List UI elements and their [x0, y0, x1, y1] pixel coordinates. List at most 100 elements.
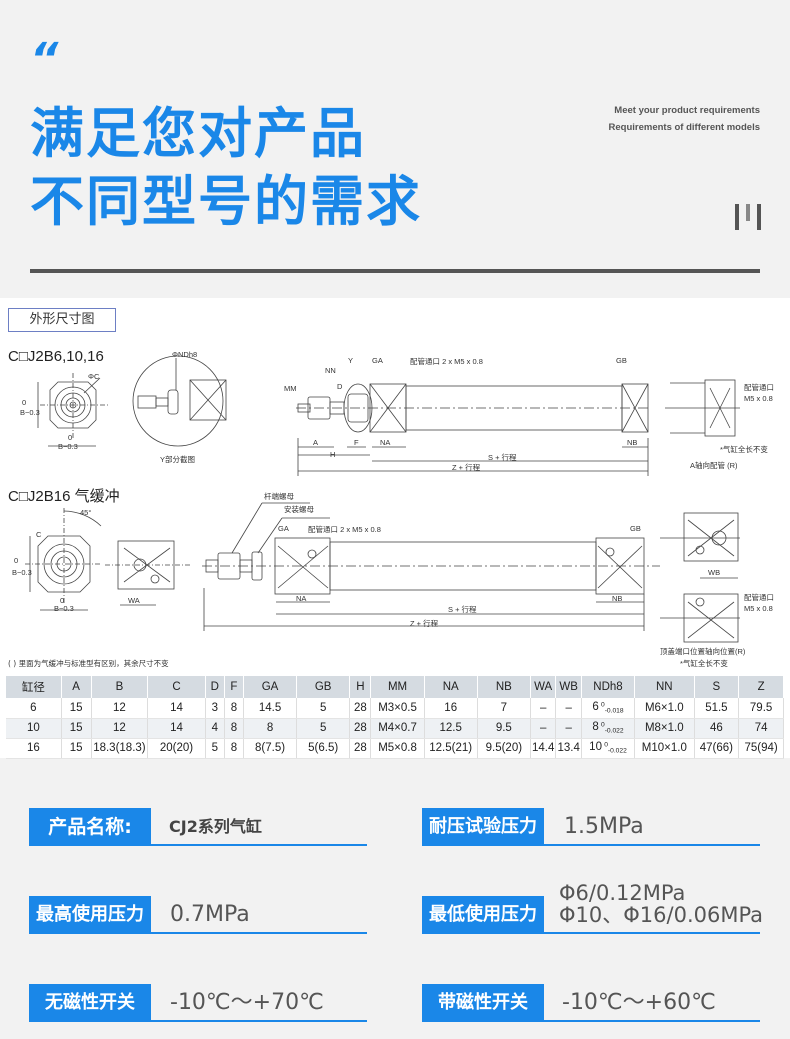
- label-phi-c: ΦC: [88, 372, 100, 381]
- axial-piping-view: [665, 379, 740, 437]
- col-header: NDh8: [581, 676, 636, 698]
- cell: 3: [205, 698, 225, 719]
- spec-value: -10℃～+70℃: [170, 990, 324, 1015]
- cell: M4×0.7: [370, 718, 425, 739]
- spec-with-switch: 带磁性开关 -10℃～+60℃: [422, 984, 760, 1022]
- cell: 12.5(21): [424, 738, 478, 759]
- col-header: NA: [424, 676, 478, 698]
- label-mm: MM: [284, 384, 297, 393]
- label-b-tol-v-2: B−0.3: [12, 568, 32, 577]
- col-header: H: [349, 676, 372, 698]
- cell: 8(7.5): [243, 738, 298, 759]
- label-f: F: [354, 438, 359, 447]
- cell: 75(94): [738, 738, 784, 759]
- cell: 51.5: [694, 698, 740, 719]
- cell: 5: [205, 738, 225, 759]
- cell: 12: [91, 718, 149, 739]
- cell: 14.4: [530, 738, 557, 759]
- col-header: Z: [738, 676, 784, 698]
- head-port-detail-view: [660, 593, 740, 643]
- label-zero-v: 0: [22, 398, 27, 407]
- label-y: Y: [348, 356, 354, 365]
- spec-label: 产品名称:: [29, 808, 151, 846]
- hero-subtitle-2: Requirements of different models: [608, 122, 761, 133]
- col-header: NB: [477, 676, 531, 698]
- col-header: C: [147, 676, 206, 698]
- label-gb-2: GB: [630, 524, 641, 533]
- cell: –: [530, 718, 557, 739]
- cell: 47(66): [694, 738, 740, 759]
- col-header: MM: [370, 676, 425, 698]
- hero-banner: “ 满足您对产品 不同型号的需求 Meet your product requi…: [0, 0, 790, 298]
- hero-subtitle-1: Meet your product requirements: [614, 105, 760, 116]
- label-port-short-2: 配管通口: [744, 593, 774, 602]
- col-header: WB: [555, 676, 582, 698]
- cell: M10×1.0: [634, 738, 695, 759]
- col-header: 缸径: [6, 676, 62, 698]
- cell: 4: [205, 718, 225, 739]
- label-na-2: NA: [296, 594, 307, 603]
- spec-value: -10℃～+60℃: [562, 990, 716, 1015]
- dimension-diagram: 外形尺寸图 C□J2B6,10,16 C□J2B16 气缓冲: [0, 298, 790, 759]
- technical-drawing-icon: [25, 355, 740, 643]
- cell: 9.5(20): [477, 738, 531, 759]
- table-row: 10 15 12 14 4 8 8 5 28 M4×0.7 12.5 9.5 –…: [6, 718, 784, 739]
- table-row: 6 15 12 14 3 8 14.5 5 28 M3×0.5 16 7 – –…: [6, 698, 784, 719]
- cylinder-standard-view: [296, 383, 650, 476]
- label-na: NA: [380, 438, 391, 447]
- cell-ndh8: 10 0-0.022: [581, 738, 636, 759]
- spec-min-pressure: 最低使用压力 Φ6/0.12MPa Φ10、Φ16/0.06MPa: [422, 882, 763, 934]
- section-tag: 外形尺寸图: [8, 308, 116, 332]
- label-s-stroke: S + 行程: [488, 453, 517, 462]
- label-zero-h-2: 0: [60, 596, 65, 605]
- cell: 8: [224, 718, 244, 739]
- cell: 14.5: [243, 698, 298, 719]
- quote-mark-icon: “: [30, 34, 58, 85]
- cell: 14: [147, 718, 206, 739]
- spec-value: CJ2系列气缸: [169, 817, 262, 836]
- cell-ndh8: 6 0-0.018: [581, 698, 636, 719]
- col-header: NN: [634, 676, 695, 698]
- col-header: GA: [243, 676, 298, 698]
- side-view-cushion: [105, 540, 190, 606]
- model-title-cushion: C□J2B16 气缓冲: [8, 488, 120, 505]
- label-b-tol-v: B−0.3: [20, 408, 40, 417]
- label-b-tol-h: B−0.3: [58, 442, 78, 451]
- spec-value: 0.7MPa: [170, 902, 250, 927]
- divider: [30, 269, 760, 273]
- col-header: S: [694, 676, 740, 698]
- label-m5-2: M5 x 0.8: [744, 604, 773, 613]
- col-header: GB: [296, 676, 351, 698]
- cell: 20(20): [147, 738, 206, 759]
- col-header: F: [224, 676, 244, 698]
- label-d: D: [337, 382, 343, 391]
- label-nb: NB: [627, 438, 638, 447]
- cell: 15: [61, 698, 92, 719]
- label-zero-h: 0: [68, 433, 73, 442]
- label-rod-nut: 杆端螺母: [264, 492, 294, 501]
- cell: 14: [147, 698, 206, 719]
- cell: 12: [91, 698, 149, 719]
- table-header-row: 缸径 A B C D F GA GB H MM NA NB WA WB NDh8…: [6, 676, 784, 698]
- col-header: A: [61, 676, 92, 698]
- cell: –: [555, 698, 582, 719]
- front-view-1: [37, 373, 108, 447]
- cell: 16: [424, 698, 478, 719]
- spec-value: 1.5MPa: [564, 814, 644, 839]
- spec-no-switch: 无磁性开关 -10℃～+70℃: [29, 984, 367, 1022]
- label-port: 配管通口 2 x M5 x 0.8: [410, 357, 483, 366]
- label-a: A: [313, 438, 319, 447]
- cell: M5×0.8: [370, 738, 425, 759]
- cell: 46: [694, 718, 740, 739]
- cell: 28: [349, 698, 372, 719]
- label-ga-2: GA: [278, 524, 289, 533]
- model-title-standard: C□J2B6,10,16: [8, 348, 104, 365]
- cell: 7: [477, 698, 531, 719]
- dimension-table: 缸径 A B C D F GA GB H MM NA NB WA WB NDh8…: [6, 676, 784, 759]
- front-view-cushion: [25, 508, 102, 611]
- spec-value: Φ6/0.12MPa Φ10、Φ16/0.06MPa: [559, 882, 763, 926]
- spec-label: 带磁性开关: [422, 984, 544, 1022]
- label-h: H: [330, 450, 336, 459]
- label-port-2: 配管通口 2 x M5 x 0.8: [308, 525, 381, 534]
- label-c: C: [36, 530, 42, 539]
